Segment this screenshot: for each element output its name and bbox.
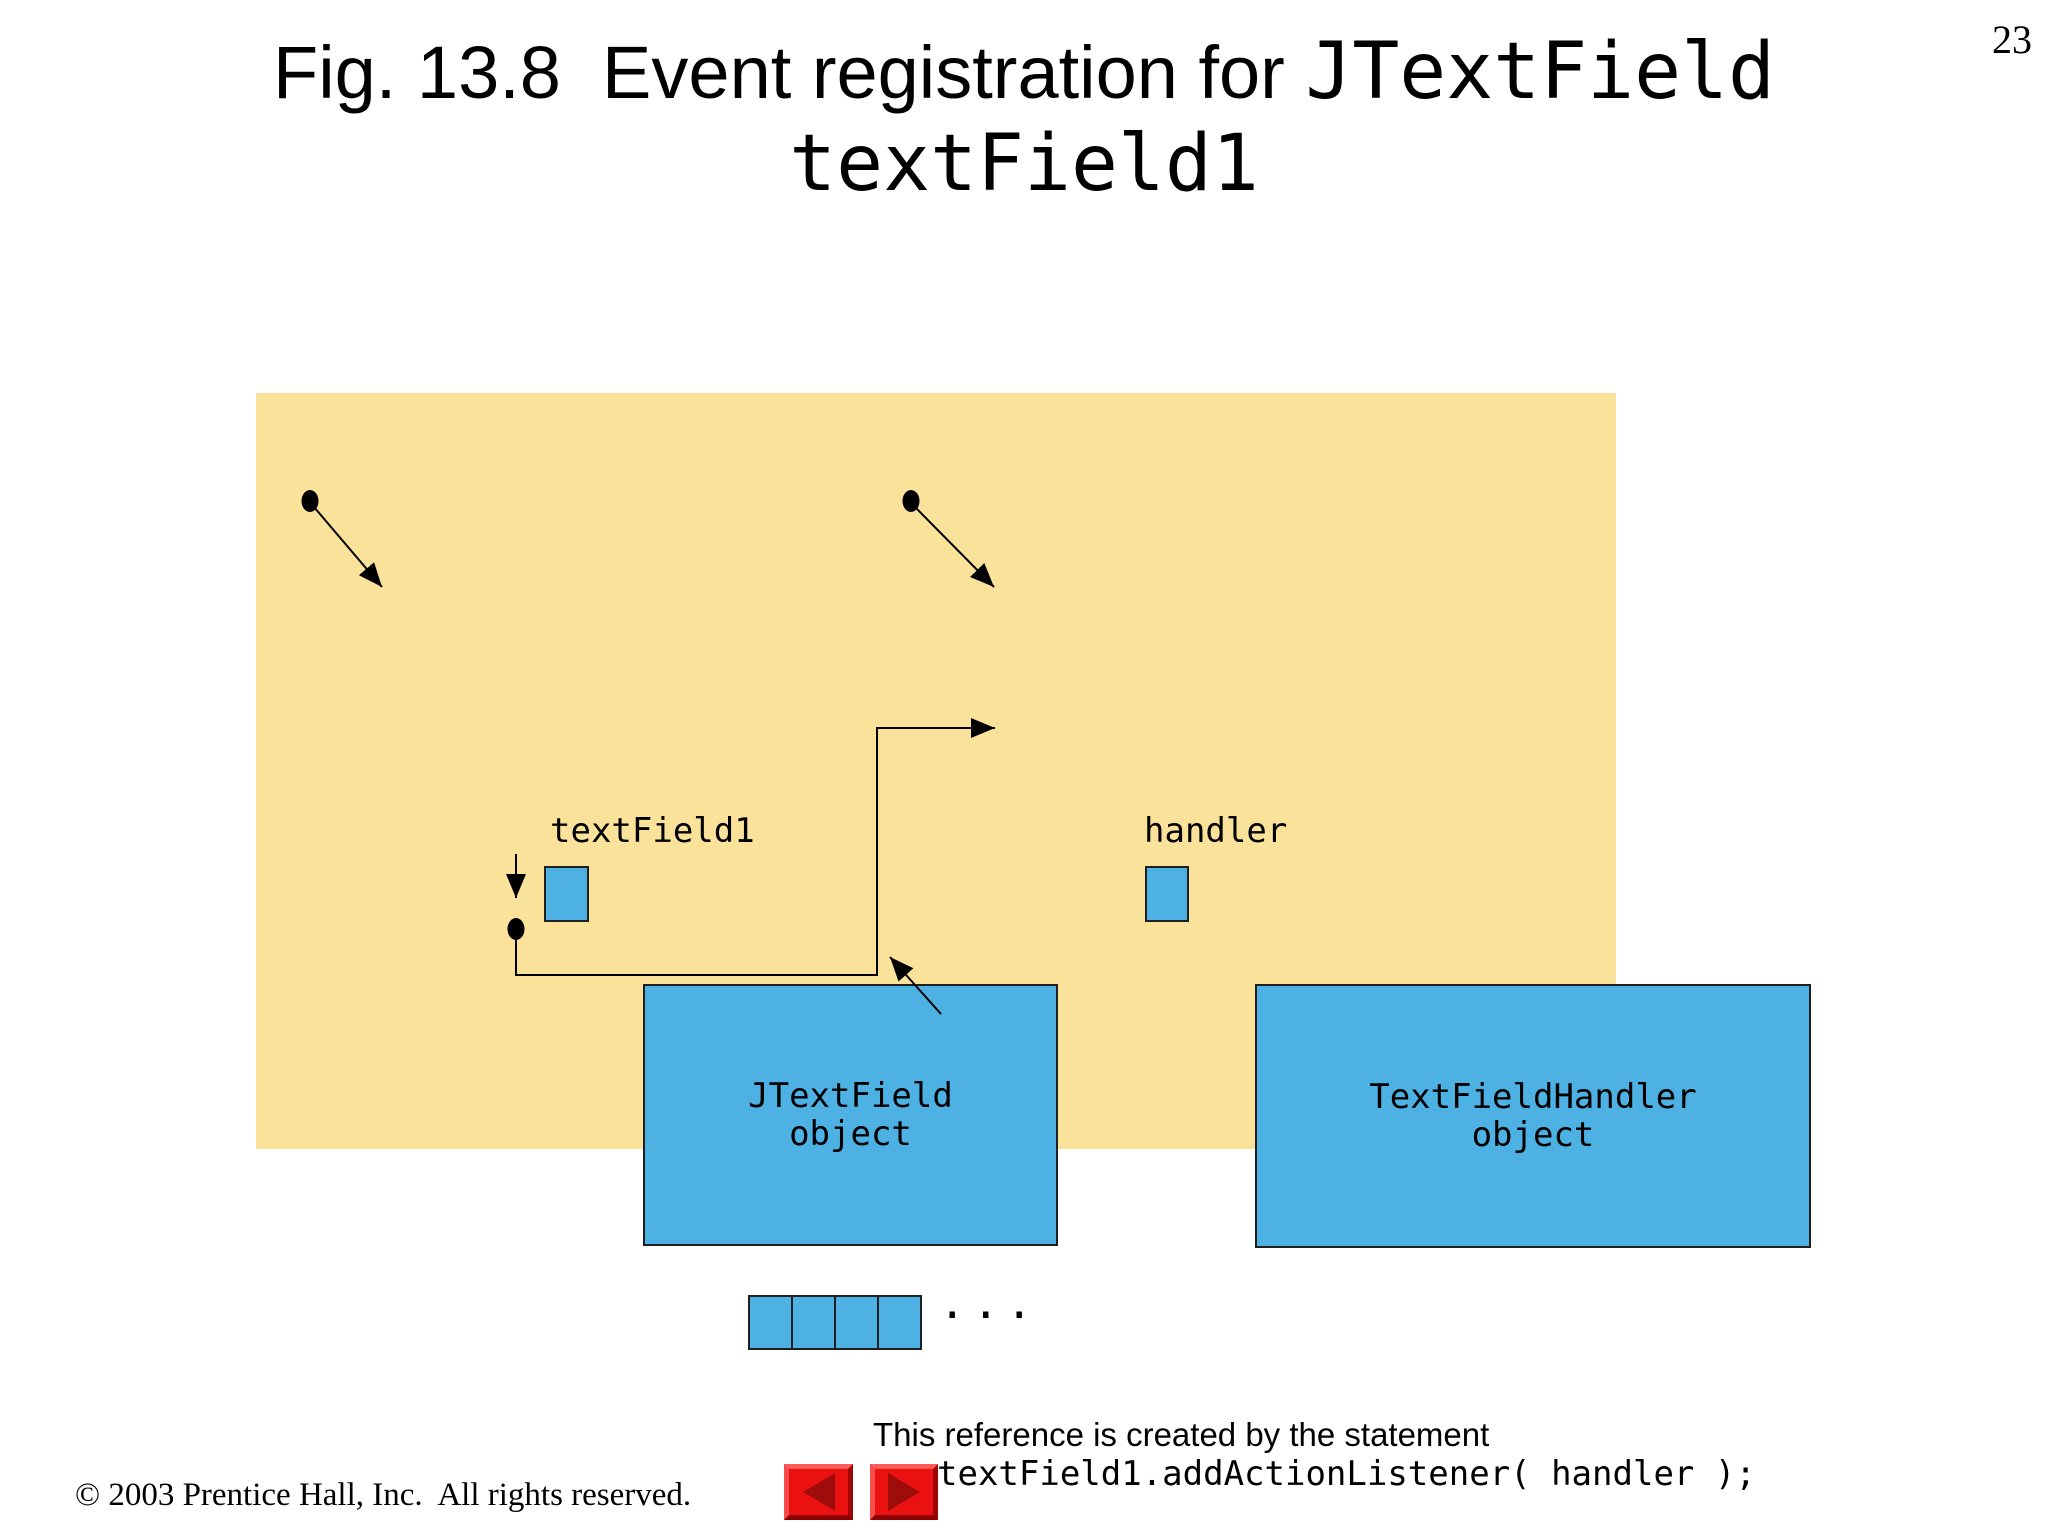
listener-array-cell xyxy=(791,1295,836,1350)
listener-array-cell xyxy=(877,1295,922,1350)
listener-array-cell xyxy=(748,1295,793,1350)
title-code-textfield1: textField1 xyxy=(789,118,1259,209)
handler-reference-box xyxy=(1145,866,1189,922)
handler-reference-label: handler xyxy=(1144,811,1288,851)
jtextfield-object-box: JTextField object xyxy=(643,984,1058,1246)
title-text: Fig. 13.8 Event registration for xyxy=(273,31,1306,114)
left-triangle-icon xyxy=(802,1473,835,1511)
next-button[interactable] xyxy=(870,1464,938,1520)
reference-note-text: This reference is created by the stateme… xyxy=(873,1416,1490,1453)
textfield1-reference-label: textField1 xyxy=(550,811,755,851)
copyright: © 2003 Prentice Hall, Inc. All rights re… xyxy=(75,1477,692,1513)
figure-title: Fig. 13.8 Event registration for JTextFi… xyxy=(0,24,2048,207)
prev-button[interactable] xyxy=(784,1464,853,1520)
array-ellipsis: ... xyxy=(939,1278,1040,1329)
title-code-jtextfield: JTextField xyxy=(1305,27,1775,117)
textfieldhandler-object-label-line1: TextFieldHandler xyxy=(1369,1076,1697,1117)
right-triangle-icon xyxy=(888,1473,920,1511)
textfieldhandler-object-label-line2: object xyxy=(1471,1115,1595,1155)
page-number: 23 xyxy=(1992,17,2032,62)
listener-array-cell xyxy=(834,1295,879,1350)
reference-note-code: textField1.addActionListener( handler ); xyxy=(937,1454,1756,1494)
listener-array xyxy=(748,1295,922,1350)
jtextfield-object-label-line2: object xyxy=(789,1114,912,1154)
diagram-panel: textField1 handler JTextField object Tex… xyxy=(256,393,1811,1494)
jtextfield-object-label-line1: JTextField xyxy=(748,1075,953,1116)
textfieldhandler-object-box: TextFieldHandler object xyxy=(1255,984,1811,1248)
textfield1-reference-box xyxy=(544,866,589,922)
